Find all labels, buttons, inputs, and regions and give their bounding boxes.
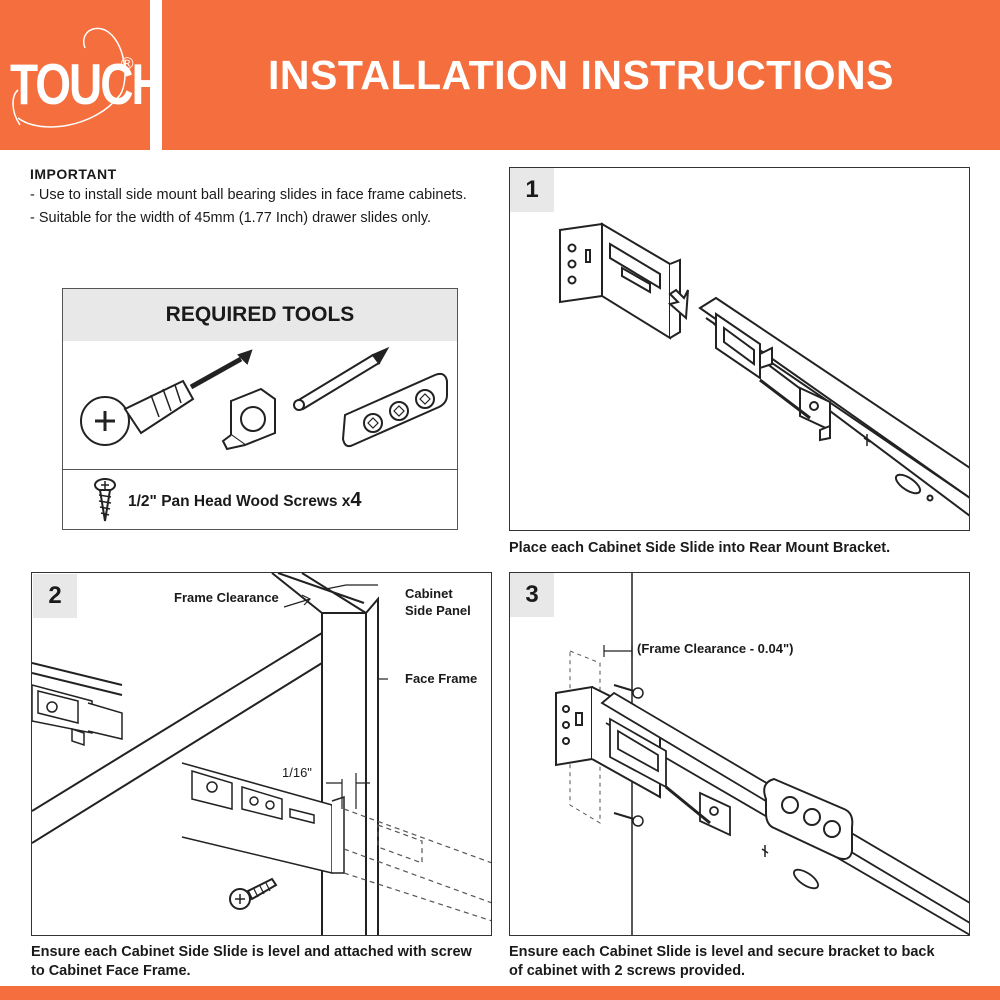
step-1-illustration bbox=[559, 222, 969, 517]
screws-text: 1/2" Pan Head Wood Screws x bbox=[128, 493, 351, 510]
screws-label: 1/2" Pan Head Wood Screws x4 bbox=[128, 489, 362, 512]
step-3-caption-line-1: Ensure each Cabinet Slide is level and s… bbox=[509, 944, 935, 960]
arrow-icon bbox=[667, 288, 689, 321]
step-2-illustration bbox=[32, 573, 491, 935]
tools-illustration bbox=[80, 346, 448, 451]
logo-swoosh-icon bbox=[12, 27, 126, 128]
step-2-panel: 2 bbox=[31, 572, 492, 936]
dimension-lines bbox=[603, 645, 633, 657]
rear-mount-bracket-icon bbox=[559, 222, 681, 340]
brand-name: TOUCH bbox=[10, 51, 165, 117]
step-2-caption-line-2: to Cabinet Face Frame. bbox=[31, 963, 191, 979]
gap-label: 1/16" bbox=[282, 765, 312, 780]
face-frame-label: Face Frame bbox=[405, 671, 478, 686]
step-1-panel: 1 bbox=[509, 167, 970, 531]
cabinet-frame-icon bbox=[32, 573, 379, 935]
step-3-panel: 3 bbox=[509, 572, 970, 936]
registered-mark: ® bbox=[121, 54, 134, 73]
required-tools-box: REQUIRED TOOLS bbox=[62, 288, 458, 530]
pencil-icon bbox=[293, 346, 390, 411]
drawer-slide-icon bbox=[698, 296, 969, 517]
hidden-slide-outline bbox=[343, 808, 491, 922]
wood-screw-icon bbox=[229, 877, 278, 910]
frame-clearance-label: Frame Clearance bbox=[174, 590, 279, 605]
drawer-slide-icon bbox=[32, 684, 345, 874]
step-1-caption: Place each Cabinet Side Slide into Rear … bbox=[509, 540, 891, 556]
brand-logo: TOUCH ® bbox=[0, 0, 165, 150]
important-line-2: - Suitable for the width of 45mm (1.77 I… bbox=[30, 210, 432, 226]
important-line-1: - Use to install side mount ball bearing… bbox=[30, 187, 467, 203]
header-banner: INSTALLATION INSTRUCTIONS bbox=[162, 0, 1000, 150]
page-title: INSTALLATION INSTRUCTIONS bbox=[268, 52, 894, 98]
rear-bracket-icon bbox=[341, 372, 448, 448]
side-panel-label: Side Panel bbox=[405, 603, 471, 618]
tape-measure-icon bbox=[221, 387, 276, 451]
step-3-number: 3 bbox=[510, 573, 554, 617]
rear-bracket-icon bbox=[763, 777, 854, 860]
required-tools-title: REQUIRED TOOLS bbox=[63, 289, 457, 341]
tools-divider bbox=[63, 469, 457, 470]
step-2-number: 2 bbox=[33, 574, 77, 618]
frame-clearance-label: (Frame Clearance - 0.04") bbox=[637, 641, 794, 656]
important-title: IMPORTANT bbox=[30, 166, 117, 182]
screws-quantity: 4 bbox=[350, 489, 362, 511]
footer-bar bbox=[0, 986, 1000, 1000]
wood-screw-icon bbox=[613, 684, 644, 827]
screw-icon bbox=[94, 478, 116, 522]
step-1-number: 1 bbox=[510, 168, 554, 212]
step-2-caption-line-1: Ensure each Cabinet Side Slide is level … bbox=[31, 944, 472, 960]
step-3-illustration bbox=[555, 573, 969, 935]
hidden-outline bbox=[569, 650, 601, 824]
cabinet-label: Cabinet bbox=[405, 586, 453, 601]
step-3-caption-line-2: of cabinet with 2 screws provided. bbox=[509, 963, 746, 979]
dimension-lines bbox=[283, 584, 388, 809]
screwdriver-icon bbox=[80, 349, 253, 446]
